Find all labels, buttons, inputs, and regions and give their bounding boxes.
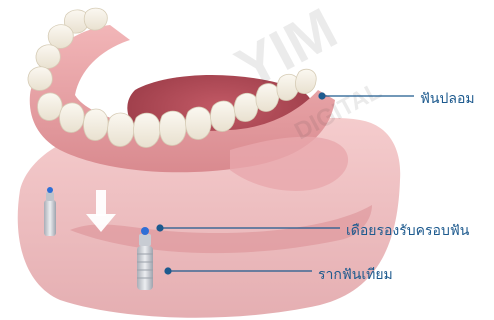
callout-dot-abutment <box>157 225 163 231</box>
callout-dot-root <box>165 268 171 274</box>
label-implant-root: รากฟันเทียม <box>318 264 393 286</box>
label-dentures: ฟันปลอม <box>420 88 475 110</box>
label-abutment: เดือยรองรับครอบฟัน <box>346 220 469 242</box>
callout-dot-dentures <box>319 93 325 99</box>
implant-front <box>137 227 153 290</box>
